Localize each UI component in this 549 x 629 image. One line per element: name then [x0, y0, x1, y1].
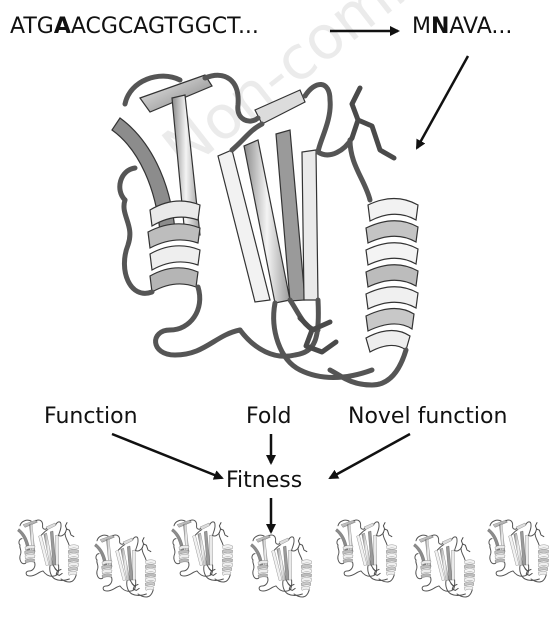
offspring-protein-3 — [171, 520, 232, 582]
offspring-protein-2 — [94, 535, 155, 597]
offspring-protein-6 — [413, 535, 474, 597]
offspring-protein-5 — [335, 520, 396, 582]
offspring-row — [17, 520, 548, 597]
function-arrow — [112, 434, 222, 478]
offspring-protein-1 — [17, 520, 78, 582]
protein-structure — [112, 75, 418, 385]
offspring-protein-7 — [487, 520, 548, 582]
novel-function-arrow — [330, 434, 410, 478]
mutation-site-arrow — [417, 56, 468, 148]
offspring-protein-4 — [250, 535, 311, 597]
